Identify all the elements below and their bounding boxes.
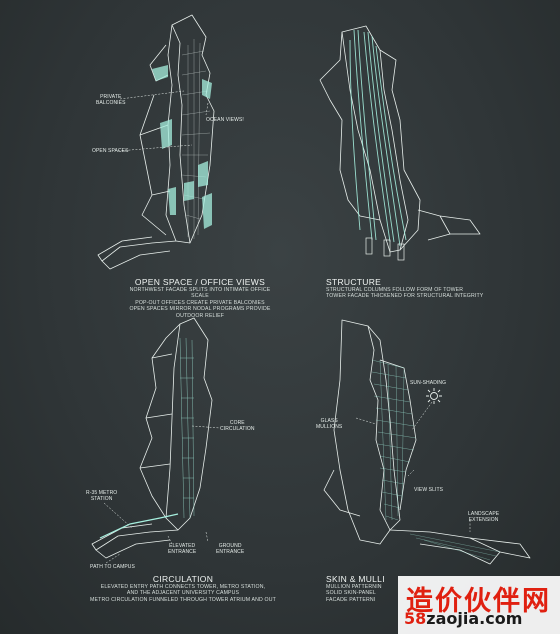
caption-open-space: OPEN SPACE / OFFICE VIEWS NORTHWEST FACA… — [120, 277, 280, 319]
caption-line: FACADE PATTERNI — [326, 596, 376, 603]
structure-diagram — [319, 25, 481, 261]
label-ocean-views: OCEAN VIEWS! — [206, 117, 244, 123]
caption-line: OPEN SPACES MIRROR NODAL PROGRAMS PROVID… — [129, 306, 271, 319]
label-ground-entrance: GROUND ENTRANCE — [216, 543, 245, 555]
watermark-url-rest: zaojia.com — [426, 609, 523, 628]
caption-title: SKIN & MULLI — [326, 574, 385, 584]
caption-line: MULLION PATTERNIN — [326, 584, 382, 590]
watermark-url: 58zaojia.com — [404, 609, 522, 628]
label-landscape-extension: LANDSCAPE EXTENSION — [468, 511, 500, 523]
caption-structure: STRUCTURE STRUCTURAL COLUMNS FOLLOW FORM… — [326, 277, 526, 300]
label-private-balconies: PRIVATE BALCONIES — [96, 94, 126, 106]
label-metro-station: R-35 METRO STATION — [86, 490, 118, 502]
caption-title: STRUCTURE — [326, 277, 382, 287]
skin-diagram — [323, 319, 531, 565]
label-view-slits: VIEW SLITS — [414, 487, 444, 493]
label-core-circulation: CORE CIRCULATION — [220, 420, 255, 432]
label-glass-mullions: GLASS MULLIONS — [316, 418, 343, 430]
core-shaft — [179, 337, 195, 519]
caption-line: STRUCTURAL COLUMNS FOLLOW FORM OF TOWER — [326, 287, 464, 293]
label-elevated-entrance: ELEVATED ENTRANCE — [168, 543, 197, 555]
mullion-pattern — [371, 359, 417, 521]
circulation-diagram — [91, 317, 221, 564]
label-sun-shading: SUN-SHADING — [410, 380, 447, 386]
label-path-to-campus: PATH TO CAMPUS — [90, 564, 135, 570]
caption-line: SOLID SKIN-PANEL — [326, 590, 376, 597]
open-space-diagram — [97, 14, 215, 270]
caption-line: AND THE ADJACENT UNIVERSITY CAMPUS — [126, 590, 240, 597]
structural-columns — [349, 29, 407, 247]
caption-line: TOWER FACADE THICKENED FOR STRUCTURAL IN… — [326, 293, 484, 300]
watermark-url-prefix: 58 — [404, 609, 427, 628]
caption-line: POP-OUT OFFICES CREATE PRIVATE BALCONIES — [135, 299, 265, 306]
caption-title: CIRCULATION — [152, 574, 214, 584]
label-open-spaces: OPEN SPACES — [92, 148, 129, 154]
sun-icon — [426, 388, 442, 404]
caption-line: NORTHWEST FACADE SPLITS INTO INTIMATE OF… — [129, 287, 271, 300]
caption-line: METRO CIRCULATION FUNNELED THROUGH TOWER… — [90, 596, 276, 603]
caption-line: ELEVATED ENTRY PATH CONNECTS TOWER, METR… — [100, 584, 266, 590]
circulation-path — [99, 513, 179, 539]
caption-skin: SKIN & MULLI MULLION PATTERNIN SOLID SKI… — [326, 574, 406, 603]
watermark-logo: 造价伙伴网 58zaojia.com — [398, 576, 560, 634]
balcony-highlights — [152, 65, 212, 229]
watermark-brand: 造价伙伴网 — [406, 586, 551, 617]
caption-circulation: CIRCULATION ELEVATED ENTRY PATH CONNECTS… — [78, 574, 288, 603]
caption-title: OPEN SPACE / OFFICE VIEWS — [134, 277, 266, 287]
